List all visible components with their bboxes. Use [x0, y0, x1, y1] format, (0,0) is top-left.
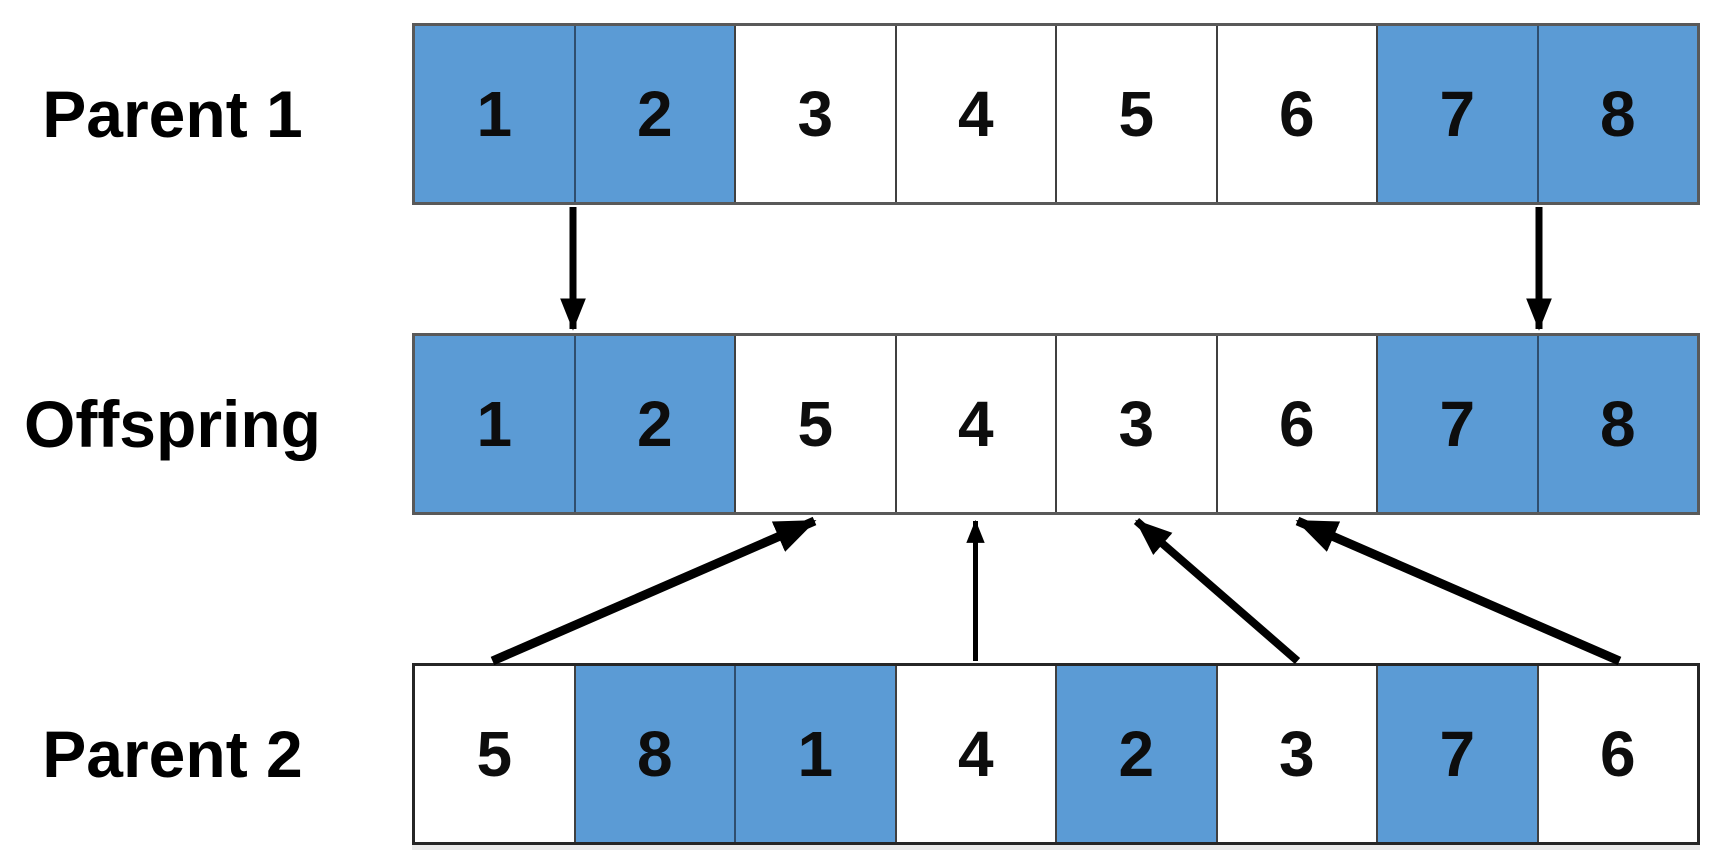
parent1-cell-8: 8	[1536, 26, 1697, 202]
parent1-cell-4: 4	[894, 26, 1055, 202]
parent1-label: Parent 1	[42, 77, 303, 151]
parent1-cell-6: 6	[1215, 26, 1376, 202]
offspring-cell-6: 6	[1215, 336, 1376, 512]
offspring-cell-3: 5	[734, 336, 895, 512]
parent2-cell-3: 1	[734, 666, 895, 842]
fill-value-6-arrow	[1295, 516, 1622, 666]
offspring-cell-7: 7	[1376, 336, 1537, 512]
fill-value-5-arrow	[490, 516, 817, 666]
parent2-cell-6: 3	[1215, 666, 1376, 842]
parent2-cell-1: 5	[415, 666, 574, 842]
parent2-cell-5: 2	[1055, 666, 1216, 842]
parent1-cell-3: 3	[734, 26, 895, 202]
parent1-cell-7: 7	[1376, 26, 1537, 202]
offspring-cell-4: 4	[894, 336, 1055, 512]
offspring-cell-2: 2	[573, 336, 734, 512]
parent2-cell-7: 7	[1376, 666, 1537, 842]
offspring-label: Offspring	[24, 387, 321, 461]
parent1-cell-2: 2	[573, 26, 734, 202]
parent2-cell-2: 8	[573, 666, 734, 842]
parent1-cell-5: 5	[1055, 26, 1216, 202]
offspring-cell-8: 8	[1536, 336, 1697, 512]
parent1-cell-1: 1	[415, 26, 574, 202]
fill-value-3-arrow	[1133, 517, 1301, 665]
parent2-cell-8: 6	[1536, 666, 1697, 842]
parent2-label: Parent 2	[42, 717, 303, 791]
offspring-cell-5: 3	[1055, 336, 1216, 512]
offspring-cell-1: 1	[415, 336, 574, 512]
parent2-cell-4: 4	[894, 666, 1055, 842]
